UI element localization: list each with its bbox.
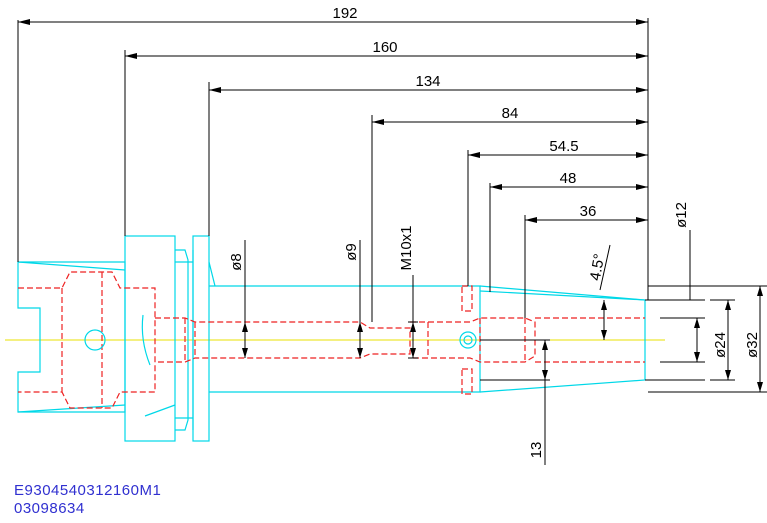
dim-36: 36	[580, 203, 597, 220]
holder-outline	[17, 235, 646, 442]
dim-48: 48	[560, 170, 577, 187]
dim-thread: M10x1	[398, 225, 415, 270]
dim-84: 84	[502, 105, 519, 122]
part-code: E9304540312160M1	[14, 482, 162, 499]
dim-dia-9: ø9	[343, 243, 360, 261]
dim-13: 13	[528, 442, 545, 459]
part-number: 03098634	[14, 500, 85, 517]
dim-angle: 4.5°	[587, 253, 608, 282]
dim-192: 192	[332, 5, 357, 22]
dim-dia-8: ø8	[228, 253, 245, 271]
dimension-lines	[17, 18, 767, 465]
dim-134: 134	[415, 73, 440, 90]
dim-160: 160	[372, 39, 397, 56]
dim-dia-32: ø32	[744, 332, 761, 358]
dim-54-5: 54.5	[549, 138, 578, 155]
dim-dia-12: ø12	[673, 202, 690, 228]
bore-circles	[84, 329, 477, 351]
dim-dia-24: ø24	[712, 332, 729, 358]
arrowheads	[18, 19, 763, 392]
